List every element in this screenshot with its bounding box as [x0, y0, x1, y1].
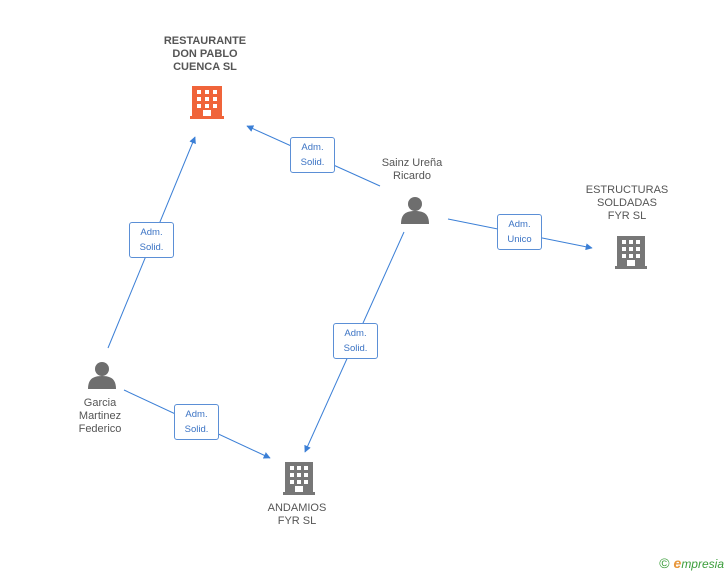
edge-label-sainz-estructuras: Adm. Unico [497, 214, 542, 250]
node-label-restaurante[interactable]: RESTAURANTE DON PABLO CUENCA SL [163, 35, 247, 73]
edge-label-sainz-restaurante: Adm. Solid. [290, 137, 335, 173]
node-label-garcia[interactable]: Garcia Martinez Federico [78, 397, 122, 435]
node-label-sainz[interactable]: Sainz Ureña Ricardo [381, 157, 443, 182]
edge-label-garcia-andamios: Adm. Solid. [174, 404, 219, 440]
brand-name: mpresia [681, 557, 724, 571]
node-label-estructuras[interactable]: ESTRUCTURAS SOLDADAS FYR SL [585, 184, 669, 222]
edge-label-garcia-restaurante: Adm. Solid. [129, 222, 174, 258]
building-icon[interactable] [615, 236, 647, 269]
building-icon[interactable] [190, 86, 224, 119]
person-icon[interactable] [88, 362, 116, 389]
copyright-symbol: © [659, 555, 670, 571]
brand-initial: e [673, 555, 682, 571]
brand-footer: ©empresia [659, 555, 724, 571]
person-icon[interactable] [401, 197, 429, 224]
building-icon[interactable] [283, 462, 315, 495]
node-label-andamios[interactable]: ANDAMIOS FYR SL [267, 502, 327, 527]
edge-label-sainz-andamios: Adm. Solid. [333, 323, 378, 359]
